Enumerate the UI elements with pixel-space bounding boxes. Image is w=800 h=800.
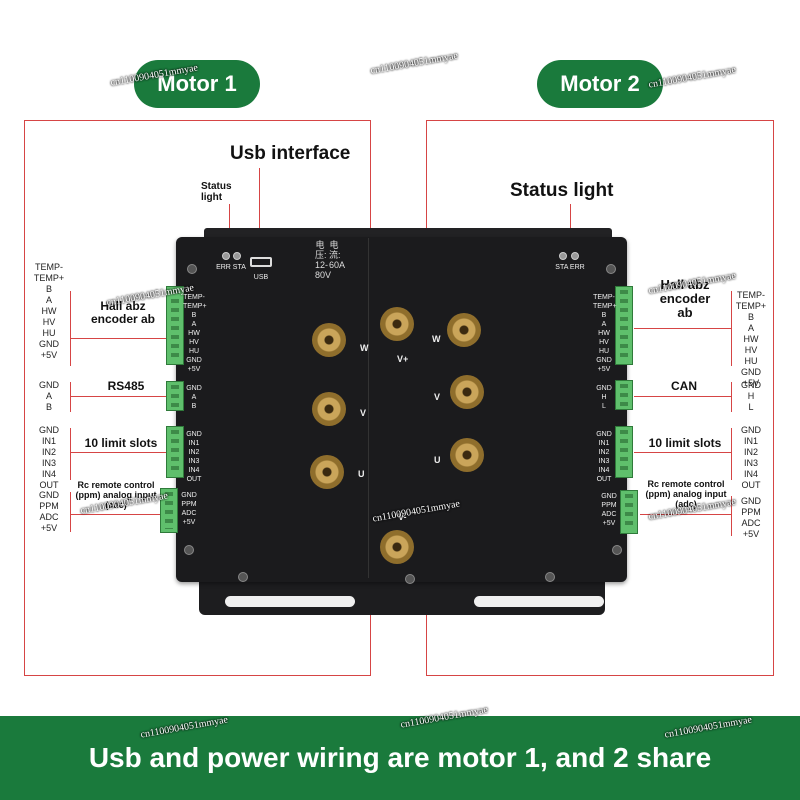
current-text: 电流: 60A: [329, 240, 346, 270]
voltage-text: 电压: 12-80V: [315, 240, 332, 280]
mount-slot-right: [474, 596, 604, 607]
screw: [405, 574, 415, 584]
hall-terminal-1: [166, 286, 184, 365]
rc-2-leader: [640, 514, 731, 515]
hall-1-leader: [70, 338, 166, 339]
motor-2-phase-v-post: [450, 375, 484, 409]
limit-pins-2: GND IN1 IN2 IN3 IN4 OUT: [741, 425, 761, 490]
led-labels-2: STA ERR: [555, 264, 585, 271]
controller-board: [176, 237, 627, 582]
spec-sticker: [340, 238, 450, 298]
rc-input-2-label: Rc remote control (ppm) analog input (ad…: [645, 479, 727, 509]
status-light-1-label: Status light: [201, 181, 232, 203]
rs485-leader: [70, 396, 166, 397]
rs485-terminal: [166, 381, 184, 411]
status-light-2-label: Status light: [510, 180, 614, 201]
usb-interface-label: Usb interface: [230, 143, 351, 164]
rc-terminal-1: [160, 488, 178, 533]
led-labels-1: ERR STA: [216, 264, 246, 271]
rc-terminal-2: [620, 490, 638, 534]
limit-slots-2-label: 10 limit slots: [648, 436, 722, 450]
motor-1-phase-u-post: [310, 455, 344, 489]
rc-pins-on-board-2: GND PPM ADC +5V: [601, 493, 617, 527]
motor-2-title: Motor 2: [537, 60, 663, 108]
phase-w-1: W: [360, 343, 369, 353]
phase-u-2: U: [434, 455, 441, 465]
limit-pins-on-board-2: GND IN1 IN2 IN3 IN4 OUT: [596, 431, 612, 483]
vplus-label: V+: [397, 354, 409, 364]
can-label: CAN: [671, 379, 697, 393]
can-terminal: [615, 380, 633, 410]
watermark: cn1100904051mmyae: [647, 64, 737, 91]
screw: [612, 545, 622, 555]
rc-input-1-label: Rc remote control (ppm) analog input (ad…: [75, 480, 157, 510]
status-2-leader: [570, 204, 571, 250]
board-split-line: [368, 238, 369, 578]
rs485-bracket: [70, 382, 71, 412]
hall-terminal-2: [615, 286, 633, 365]
limit-pins-1: GND IN1 IN2 IN3 IN4 OUT: [39, 425, 59, 490]
watermark: cn1100904051mmyae: [369, 50, 459, 77]
limit-2-bracket: [731, 428, 732, 480]
hall-pins-on-board-1: TEMP- TEMP+ B A HW HV HU GND +5V: [183, 294, 207, 373]
hall-pins-1: TEMP- TEMP+ B A HW HV HU GND +5V: [33, 262, 65, 360]
screw: [545, 572, 555, 582]
limit-slots-1-label: 10 limit slots: [84, 436, 158, 450]
sta-led-2: [559, 252, 567, 260]
motor-1-phase-v-post: [312, 392, 346, 426]
hall-encoder-1-label: Hall abz encoder ab: [90, 299, 156, 326]
err-led-2: [571, 252, 579, 260]
rc-2-bracket: [731, 496, 732, 536]
limit-terminal-2: [615, 426, 633, 478]
can-pins: GND H L: [741, 380, 761, 412]
phase-u-1: U: [358, 469, 365, 479]
rs485-pins-on-board: GND A B: [186, 385, 202, 410]
rc-pins-on-board-1: GND PPM ADC +5V: [181, 492, 197, 526]
limit-terminal-1: [166, 426, 184, 478]
motor-1-phase-w-post: [312, 323, 346, 357]
limit-1-leader: [70, 452, 166, 453]
motor-2-phase-u-post: [450, 438, 484, 472]
rs485-label: RS485: [107, 379, 145, 393]
err-led-1: [222, 252, 230, 260]
limit-pins-on-board-1: GND IN1 IN2 IN3 IN4 OUT: [186, 431, 202, 483]
phase-v-2: V: [434, 392, 441, 402]
phase-w-2: W: [432, 334, 441, 344]
rc-pins-1: GND PPM ADC +5V: [39, 490, 59, 533]
hall-pins-on-board-2: TEMP- TEMP+ B A HW HV HU GND +5V: [593, 294, 617, 373]
usb-leader: [259, 168, 260, 248]
rc-1-leader: [70, 514, 160, 515]
limit-1-bracket: [70, 428, 71, 480]
rs485-pins: GND A B: [39, 380, 59, 412]
screw: [238, 572, 248, 582]
hall-2-bracket: [731, 291, 732, 366]
motor-2-phase-w-post: [447, 313, 481, 347]
limit-2-leader: [634, 452, 731, 453]
status-1-leader: [229, 204, 230, 250]
rc-pins-2: GND PPM ADC +5V: [741, 496, 761, 539]
vminus-label: V-: [398, 512, 407, 522]
hall-1-bracket: [70, 291, 71, 366]
can-pins-on-board: GND H L: [596, 385, 612, 410]
screw: [606, 264, 616, 274]
can-bracket: [731, 382, 732, 412]
screw: [187, 264, 197, 274]
can-leader: [634, 396, 731, 397]
hall-pins-2: TEMP- TEMP+ B A HW HV HU GND +5V: [735, 290, 767, 388]
usb-port: [250, 257, 272, 267]
screw: [184, 545, 194, 555]
power-vminus-post: [380, 530, 414, 564]
rc-1-bracket: [70, 492, 71, 532]
hall-2-leader: [634, 328, 731, 329]
phase-v-1: V: [360, 408, 367, 418]
footer-banner: Usb and power wiring are motor 1, and 2 …: [0, 716, 800, 800]
power-vplus-post: [380, 307, 414, 341]
motor-1-title: Motor 1: [134, 60, 260, 108]
sta-led-1: [233, 252, 241, 260]
hall-encoder-2-label: Hall abz encoder ab: [659, 277, 711, 320]
mount-slot-left: [225, 596, 355, 607]
usb-port-label: USB: [253, 274, 269, 281]
